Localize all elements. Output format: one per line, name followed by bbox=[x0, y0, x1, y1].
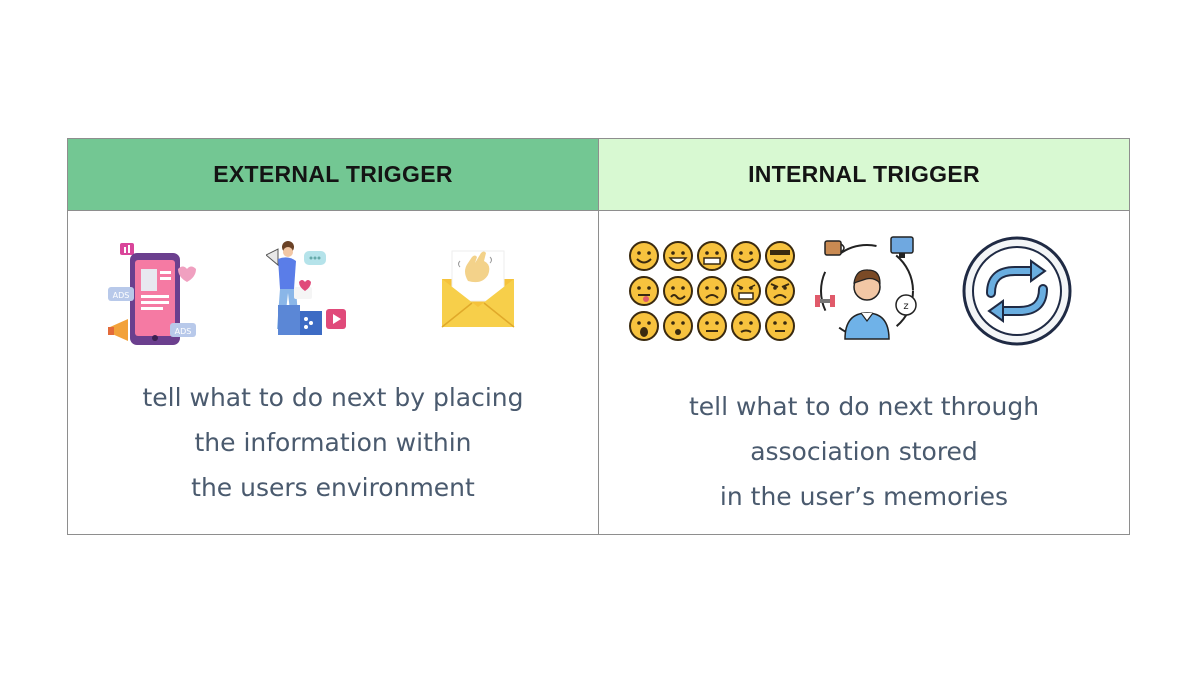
ads-badge-top: ADS bbox=[113, 291, 130, 300]
internal-trigger-column: INTERNAL TRIGGER bbox=[599, 139, 1129, 534]
internal-description: tell what to do next through association… bbox=[599, 384, 1129, 519]
external-description: tell what to do next by placing the info… bbox=[68, 375, 598, 510]
envelope-wave-icon bbox=[441, 250, 515, 328]
marketer-megaphone-icon bbox=[266, 241, 346, 335]
external-trigger-column: EXTERNAL TRIGGER ADS ADS bbox=[68, 139, 599, 534]
external-line-3: the users environment bbox=[191, 473, 475, 502]
external-trigger-header: EXTERNAL TRIGGER bbox=[68, 139, 598, 211]
refresh-cycle-icon bbox=[962, 236, 1072, 346]
emoji-grid-icon bbox=[629, 241, 795, 341]
external-line-1: tell what to do next by placing bbox=[142, 383, 524, 412]
external-line-2: the information within bbox=[194, 428, 472, 457]
svg-text:z: z bbox=[903, 301, 908, 312]
trigger-comparison-table: EXTERNAL TRIGGER ADS ADS bbox=[67, 138, 1130, 535]
external-icons-row: ADS ADS bbox=[68, 239, 598, 349]
internal-trigger-header: INTERNAL TRIGGER bbox=[599, 139, 1129, 211]
internal-line-1: tell what to do next through bbox=[688, 392, 1040, 421]
internal-line-2: association stored bbox=[750, 437, 978, 466]
internal-line-3: in the user’s memories bbox=[719, 482, 1009, 511]
phone-ads-icon: ADS ADS bbox=[108, 243, 196, 345]
person-routine-icon: z bbox=[815, 236, 917, 340]
ads-badge-bottom: ADS bbox=[175, 327, 192, 336]
internal-icons-row: z bbox=[599, 236, 1129, 349]
